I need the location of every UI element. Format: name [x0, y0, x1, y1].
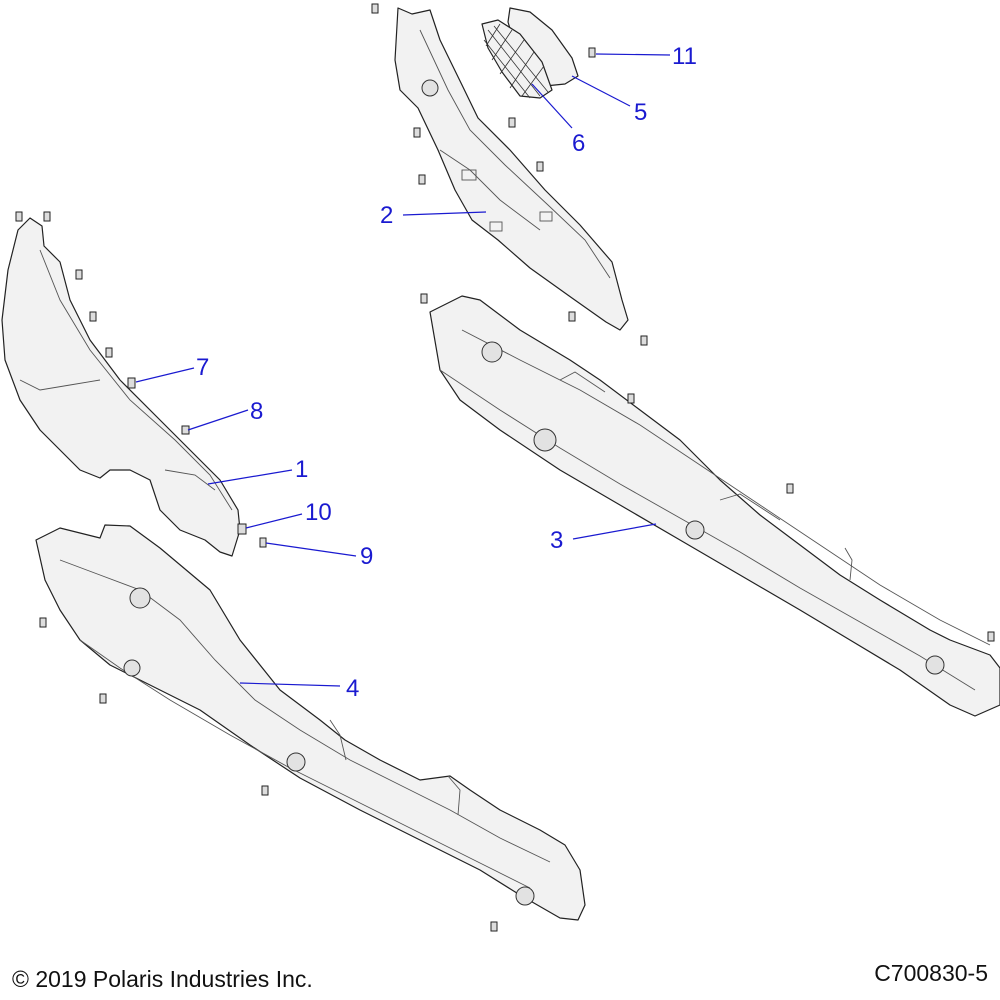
part-2-upper-panel: [394, 7, 629, 331]
copyright-notice: © 2019 Polaris Industries Inc.: [12, 966, 313, 992]
callout-label-10: 10: [305, 499, 332, 526]
callout-7: 7: [135, 354, 209, 383]
callout-2: 2: [380, 202, 487, 229]
callout-label-4: 4: [346, 675, 359, 702]
callout-1: 1: [207, 456, 308, 485]
callout-label-9: 9: [360, 543, 373, 570]
callout-label-6: 6: [572, 130, 585, 157]
callout-label-5: 5: [634, 99, 647, 126]
callout-label-1: 1: [295, 456, 308, 483]
callout-label-11: 11: [672, 43, 697, 70]
part-3-right-rocker: [429, 295, 1000, 717]
part-1-left-panel: [1, 217, 241, 557]
callout-11: 11: [595, 43, 697, 70]
drawing-id: C700830-5: [874, 960, 988, 986]
callout-5: 5: [571, 75, 647, 126]
callout-label-7: 7: [196, 354, 209, 381]
callout-8: 8: [187, 398, 263, 431]
part-6-grille: [481, 19, 553, 99]
callout-label-2: 2: [380, 202, 393, 229]
callout-9: 9: [265, 542, 373, 570]
callout-label-8: 8: [250, 398, 263, 425]
callout-10: 10: [245, 499, 332, 529]
part-4-left-rocker: [35, 524, 586, 921]
callout-3: 3: [550, 523, 657, 554]
callout-6: 6: [531, 83, 585, 157]
fasteners: [15, 3, 995, 932]
callout-label-3: 3: [550, 527, 563, 554]
callout-4: 4: [239, 675, 359, 702]
